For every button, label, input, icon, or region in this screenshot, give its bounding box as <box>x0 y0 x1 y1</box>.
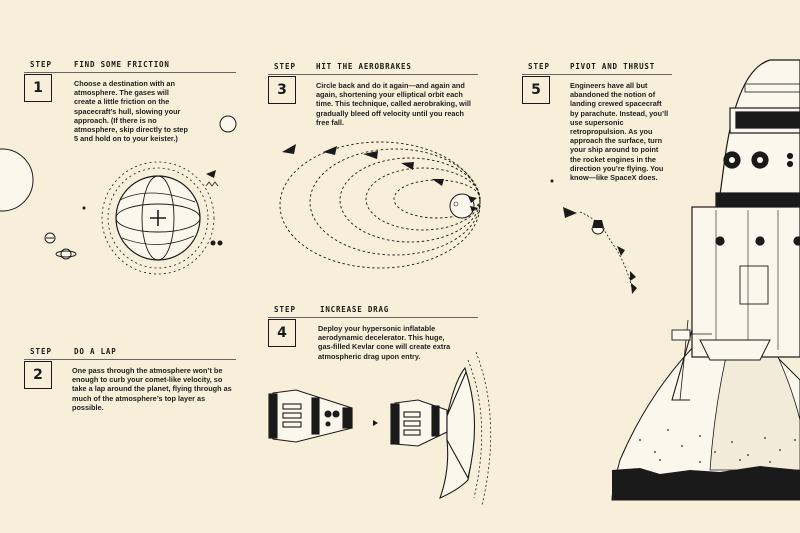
small-moon <box>219 115 237 133</box>
planets-group <box>0 115 237 260</box>
aerobrake-capsules <box>282 144 444 186</box>
step-2-header-rule <box>24 347 236 360</box>
step-4-header-rule <box>268 305 478 318</box>
atmosphere-sphere <box>101 161 215 275</box>
step-1: STEP FIND SOME FRICTION 1 Choose a desti… <box>24 60 236 160</box>
landing-ground <box>612 466 800 500</box>
ground-spray-dots <box>639 429 796 463</box>
step-label: STEP <box>30 347 53 356</box>
drag-shockwave <box>467 351 492 506</box>
ringed-planet <box>55 248 77 260</box>
friction-spacecraft-icon <box>205 170 219 187</box>
step-3: STEP HIT THE AEROBRAKES 3 Circle back an… <box>268 62 478 127</box>
motion-arrow-icon <box>373 420 378 426</box>
capsule-left <box>268 389 353 443</box>
step-4-number-box: 4 <box>268 319 296 347</box>
step-5: STEP PIVOT AND THRUST 5 Engineers have a… <box>522 62 672 212</box>
step-3-header-rule <box>268 62 478 75</box>
target-planet <box>449 193 478 219</box>
step-label: STEP <box>274 62 297 71</box>
step-3-title: HIT THE AEROBRAKES <box>316 62 412 71</box>
step-4-body: Deploy your hypersonic inflatable aerody… <box>318 324 451 361</box>
step-label: STEP <box>30 60 53 69</box>
step-2-number-box: 2 <box>24 361 52 389</box>
step-5-header-rule <box>522 62 672 75</box>
step-3-body: Circle back and do it again—and again an… <box>316 81 471 127</box>
tiny-dot <box>217 240 223 246</box>
step-4-title: INCREASE DRAG <box>320 305 390 314</box>
step-1-number-box: 1 <box>24 74 52 102</box>
step-5-number-box: 5 <box>522 76 550 104</box>
capsule-with-decelerator <box>390 366 476 500</box>
retropropulsion-trajectory <box>550 179 637 294</box>
step-5-title: PIVOT AND THRUST <box>570 62 656 71</box>
tiny-dot <box>82 206 86 210</box>
step-label: STEP <box>274 305 297 314</box>
step-1-title: FIND SOME FRICTION <box>74 60 170 69</box>
step-1-body: Choose a destination with an atmosphere.… <box>74 79 188 144</box>
step-2-title: DO A LAP <box>74 347 117 356</box>
step-1-header-rule <box>24 60 236 73</box>
large-planet-left <box>0 148 34 212</box>
step-2: STEP DO A LAP 2 One pass through the atm… <box>24 347 236 412</box>
step-label: STEP <box>528 62 551 71</box>
step-2-body: One pass through the atmosphere won’t be… <box>72 366 232 412</box>
tiny-dot <box>210 240 216 246</box>
step-5-body: Engineers have all but abandoned the not… <box>570 81 669 183</box>
step-3-number-box: 3 <box>268 76 296 104</box>
step-4: STEP INCREASE DRAG 4 Deploy your hyperso… <box>268 305 478 375</box>
